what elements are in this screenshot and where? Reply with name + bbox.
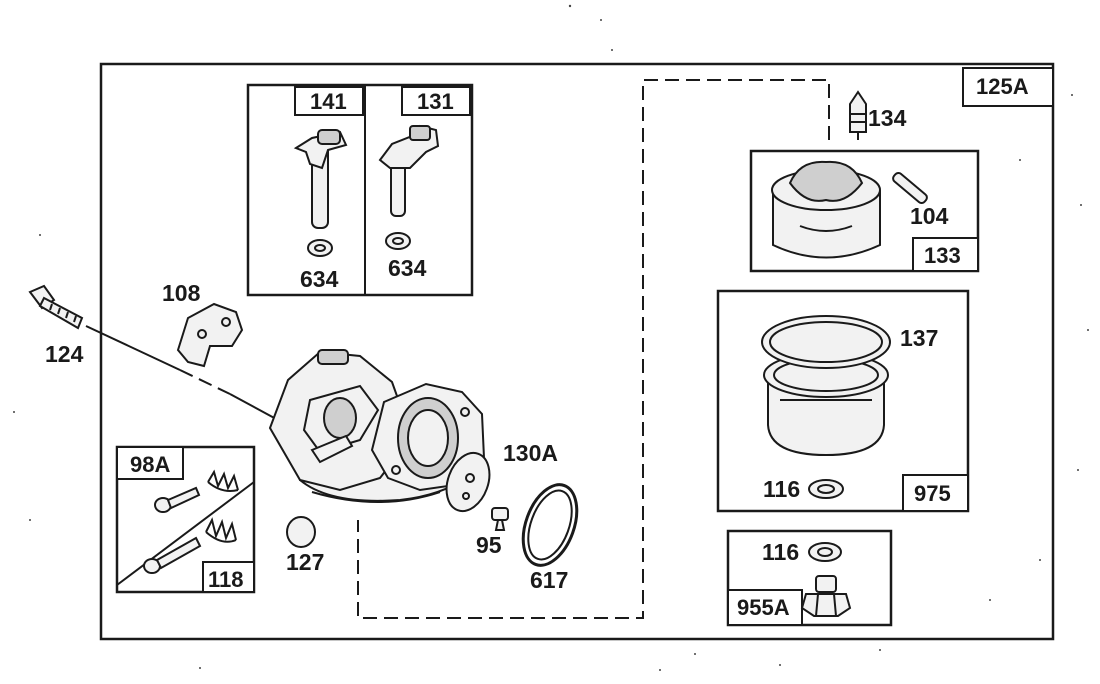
o-ring-icon xyxy=(521,483,579,567)
mounting-bolt-icon xyxy=(28,284,84,330)
box-955a: 955A 116 xyxy=(726,529,893,627)
gasket-icon xyxy=(445,451,491,513)
float-icon xyxy=(771,160,881,259)
mixture-screw-icon xyxy=(143,536,202,574)
label-975: 975 xyxy=(914,481,951,506)
welch-plug-icon xyxy=(286,516,316,548)
leader-line-dashed xyxy=(179,369,231,395)
label-634-left: 634 xyxy=(300,266,339,292)
seal-icon xyxy=(385,232,411,250)
box-98a-118: 98A 118 xyxy=(115,445,256,594)
washer-icon xyxy=(808,479,844,499)
leader-line xyxy=(229,393,279,421)
box-975: 975 137 116 xyxy=(716,289,970,513)
choke-shaft-icon xyxy=(378,124,440,217)
kit-outline-dashed xyxy=(357,79,830,619)
label-108: 108 xyxy=(162,280,201,306)
label-125a: 125A xyxy=(976,74,1029,99)
seal-icon xyxy=(307,239,333,257)
spring-icon xyxy=(207,469,239,492)
label-127: 127 xyxy=(286,549,324,575)
box-133: 133 104 xyxy=(749,149,980,273)
washer-icon xyxy=(808,542,842,562)
tag-125a: 125A xyxy=(962,67,1054,107)
label-141: 141 xyxy=(310,89,347,114)
idle-screw-icon xyxy=(491,507,509,531)
label-134: 134 xyxy=(868,105,907,131)
label-130a: 130A xyxy=(503,440,558,466)
throttle-shaft-icon xyxy=(293,129,348,229)
label-124: 124 xyxy=(45,341,84,367)
float-bowl-icon xyxy=(761,315,891,457)
float-pin-icon xyxy=(892,171,928,205)
label-104: 104 xyxy=(910,203,949,229)
spring-icon xyxy=(205,517,237,543)
mixture-screw-icon xyxy=(154,486,201,513)
label-118: 118 xyxy=(208,567,244,592)
scan-noise xyxy=(13,4,1089,671)
inlet-needle-icon xyxy=(849,90,867,140)
throttle-plate-icon xyxy=(176,302,244,368)
label-617: 617 xyxy=(530,567,568,593)
main-frame xyxy=(99,62,1055,641)
label-116-top: 116 xyxy=(763,476,800,502)
label-131: 131 xyxy=(417,89,454,114)
label-955a: 955A xyxy=(737,595,790,620)
bowl-nut-icon xyxy=(800,575,852,617)
leader-line xyxy=(85,325,181,371)
label-634-right: 634 xyxy=(388,255,427,281)
label-98a: 98A xyxy=(130,452,170,477)
label-116-bottom: 116 xyxy=(762,539,799,565)
label-133: 133 xyxy=(924,243,961,268)
label-137: 137 xyxy=(900,325,938,351)
bowl-gasket-icon xyxy=(761,315,891,369)
label-95: 95 xyxy=(476,532,502,558)
box-141-131: 141 131 634 634 xyxy=(246,83,474,297)
